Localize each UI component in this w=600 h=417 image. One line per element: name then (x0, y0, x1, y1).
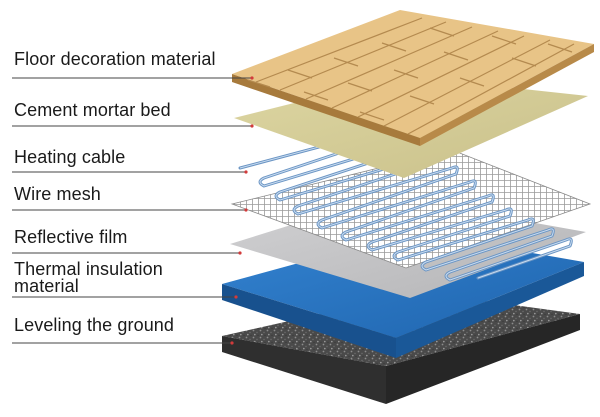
ground-layer-front (222, 336, 386, 404)
ground-layer-side (386, 314, 580, 404)
label-cement-mortar-bed: Cement mortar bed (14, 100, 171, 120)
leader-dot-mortar (250, 124, 254, 128)
insulation-layer-side (396, 262, 584, 358)
label-reflective-film: Reflective film (14, 227, 128, 247)
leader-dot-mesh (244, 208, 248, 212)
floor-plank-seams (247, 17, 575, 135)
heating-cable-highlight (239, 124, 572, 281)
leader-lines (12, 77, 252, 344)
label-wire-mesh: Wire mesh (14, 184, 101, 204)
label-heating-cable: Heating cable (14, 147, 126, 167)
label-thermal-insulation: Thermal insulation material (14, 259, 163, 296)
leader-dot-floor (250, 76, 254, 80)
floor-layer (232, 10, 594, 146)
floor-layer-side (420, 44, 594, 146)
leader-dots (230, 76, 254, 345)
leader-dot-insulation (234, 295, 238, 299)
leader-dot-film (238, 251, 242, 255)
leader-dot-cable (244, 170, 248, 174)
insulation-layer-front (222, 284, 396, 358)
floor-layer-top (232, 10, 594, 138)
leader-dot-ground (230, 341, 234, 345)
floor-layer-front (232, 74, 420, 146)
label-leveling-ground: Leveling the ground (14, 315, 175, 335)
label-floor-decoration: Floor decoration material (14, 49, 216, 69)
